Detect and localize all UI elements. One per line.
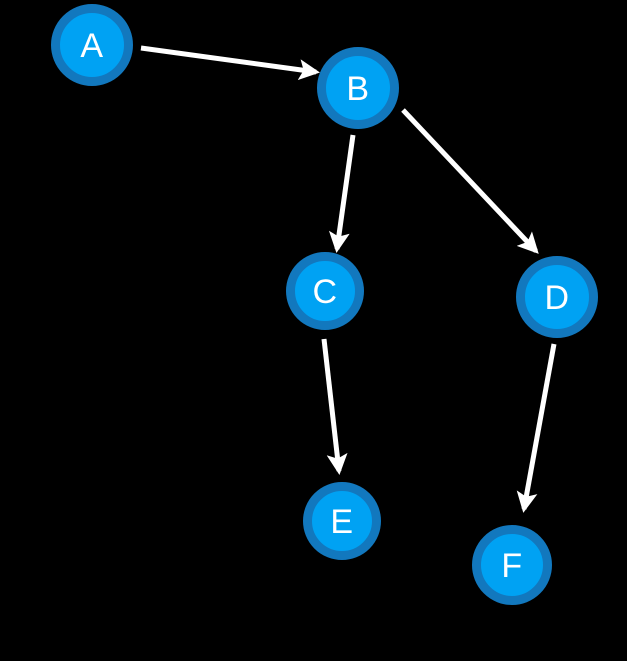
node-label-a: A xyxy=(80,27,103,65)
graph-edge-c-to-e[interactable] xyxy=(321,338,348,475)
node-label-c: C xyxy=(312,273,337,311)
graph-node-c[interactable]: C xyxy=(286,252,364,330)
graph-node-e[interactable]: E xyxy=(303,482,381,560)
node-circle-b[interactable] xyxy=(317,47,399,129)
graph-node-a[interactable]: A xyxy=(51,4,133,86)
node-circle-f[interactable] xyxy=(472,525,552,605)
graph-node-d[interactable]: D xyxy=(516,256,598,338)
node-circle-a[interactable] xyxy=(51,4,133,86)
node-label-d: D xyxy=(544,279,569,317)
node-circle-c[interactable] xyxy=(286,252,364,330)
graph-edge-a-to-b[interactable] xyxy=(140,45,320,81)
node-layer: A B C D E F xyxy=(51,4,598,605)
node-circle-e[interactable] xyxy=(303,482,381,560)
graph-edge-b-to-c[interactable] xyxy=(328,134,356,253)
graph-edge-d-to-f[interactable] xyxy=(516,343,557,513)
node-label-e: E xyxy=(330,503,353,541)
graph-edge-b-to-d[interactable] xyxy=(401,108,539,254)
node-label-f: F xyxy=(501,547,522,585)
node-circle-d[interactable] xyxy=(516,256,598,338)
graph-node-f[interactable]: F xyxy=(472,525,552,605)
node-label-b: B xyxy=(346,70,369,108)
edge-layer xyxy=(140,45,557,513)
graph-node-b[interactable]: B xyxy=(317,47,399,129)
